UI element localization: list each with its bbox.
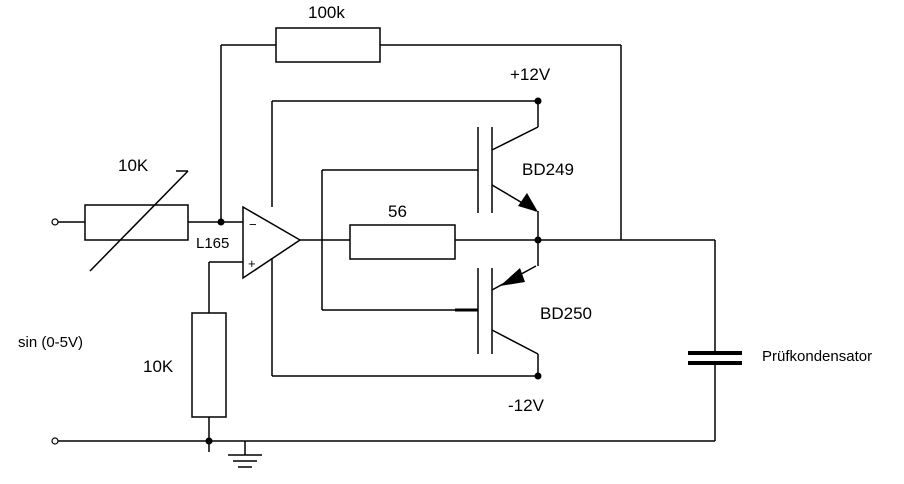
capacitor-label: Prüfkondensator (762, 348, 872, 365)
pnp-emitter-arrow-icon (500, 268, 525, 286)
potentiometer-wiper (89, 170, 189, 272)
npn-transistor (477, 127, 538, 213)
test-capacitor (688, 351, 742, 365)
emitter-resistor (349, 224, 456, 260)
feedback-resistor-label: 100k (308, 3, 345, 22)
npn-transistor-label: BD249 (522, 160, 574, 179)
opamp-noninverting-pin: + (248, 256, 256, 271)
ground-icon (228, 441, 262, 468)
opamp-label: L165 (196, 235, 229, 252)
pnp-transistor (477, 268, 525, 354)
positive-supply-label: +12V (510, 65, 551, 84)
input-terminal-top (51, 218, 59, 226)
emitter-resistor-label: 56 (388, 202, 407, 221)
input-terminal-bottom (51, 437, 59, 445)
opamp-symbol (242, 205, 302, 280)
input-signal-label: sin (0-5V) (18, 334, 83, 351)
pnp-transistor-label: BD250 (540, 304, 592, 323)
bias-resistor (191, 312, 227, 418)
junction-dots (205, 97, 542, 445)
bias-resistor-label: 10K (143, 357, 174, 376)
opamp-inverting-pin: − (249, 217, 257, 232)
input-potentiometer (84, 204, 189, 241)
feedback-resistor (275, 27, 381, 63)
negative-supply-label: -12V (508, 396, 545, 415)
potentiometer-label: 10K (118, 156, 149, 175)
npn-emitter-arrow-icon (518, 193, 538, 212)
wires (58, 44, 716, 452)
